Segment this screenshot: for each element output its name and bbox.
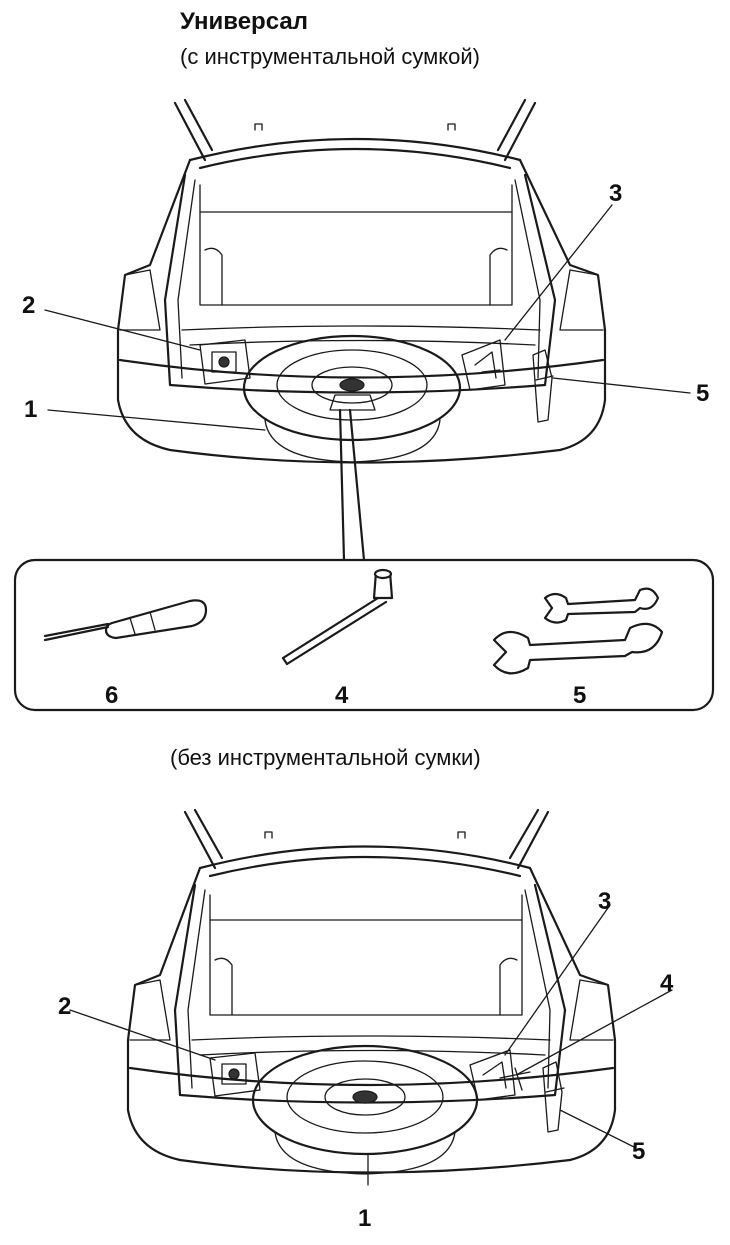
diagram-title: Универсал [180, 8, 308, 35]
bottom-callout-3: 3 [598, 888, 612, 915]
bottom-callout-1: 1 [358, 1205, 372, 1232]
top-diagram-subtitle: (с инструментальной сумкой) [180, 44, 480, 69]
bottom-car-drawing [69, 808, 673, 1186]
tool-label-6: 6 [105, 682, 119, 709]
spanners-drawing [492, 587, 664, 675]
bottom-callout-5: 5 [632, 1138, 646, 1165]
bottom-callout-2: 2 [58, 993, 72, 1020]
top-car-drawing [44, 98, 691, 562]
top-callout-3: 3 [609, 180, 623, 207]
bottom-diagram-subtitle: (без инструментальной сумки) [170, 745, 481, 770]
tool-label-4: 4 [335, 682, 349, 709]
top-callout-1: 1 [24, 396, 38, 423]
bottom-callout-4: 4 [660, 970, 674, 997]
screwdriver-drawing [43, 599, 208, 642]
top-callout-2: 2 [22, 292, 36, 319]
wheel-wrench-drawing [281, 568, 394, 666]
top-callout-5: 5 [696, 380, 710, 407]
tool-label-5: 5 [573, 682, 587, 709]
tool-box [13, 558, 715, 712]
